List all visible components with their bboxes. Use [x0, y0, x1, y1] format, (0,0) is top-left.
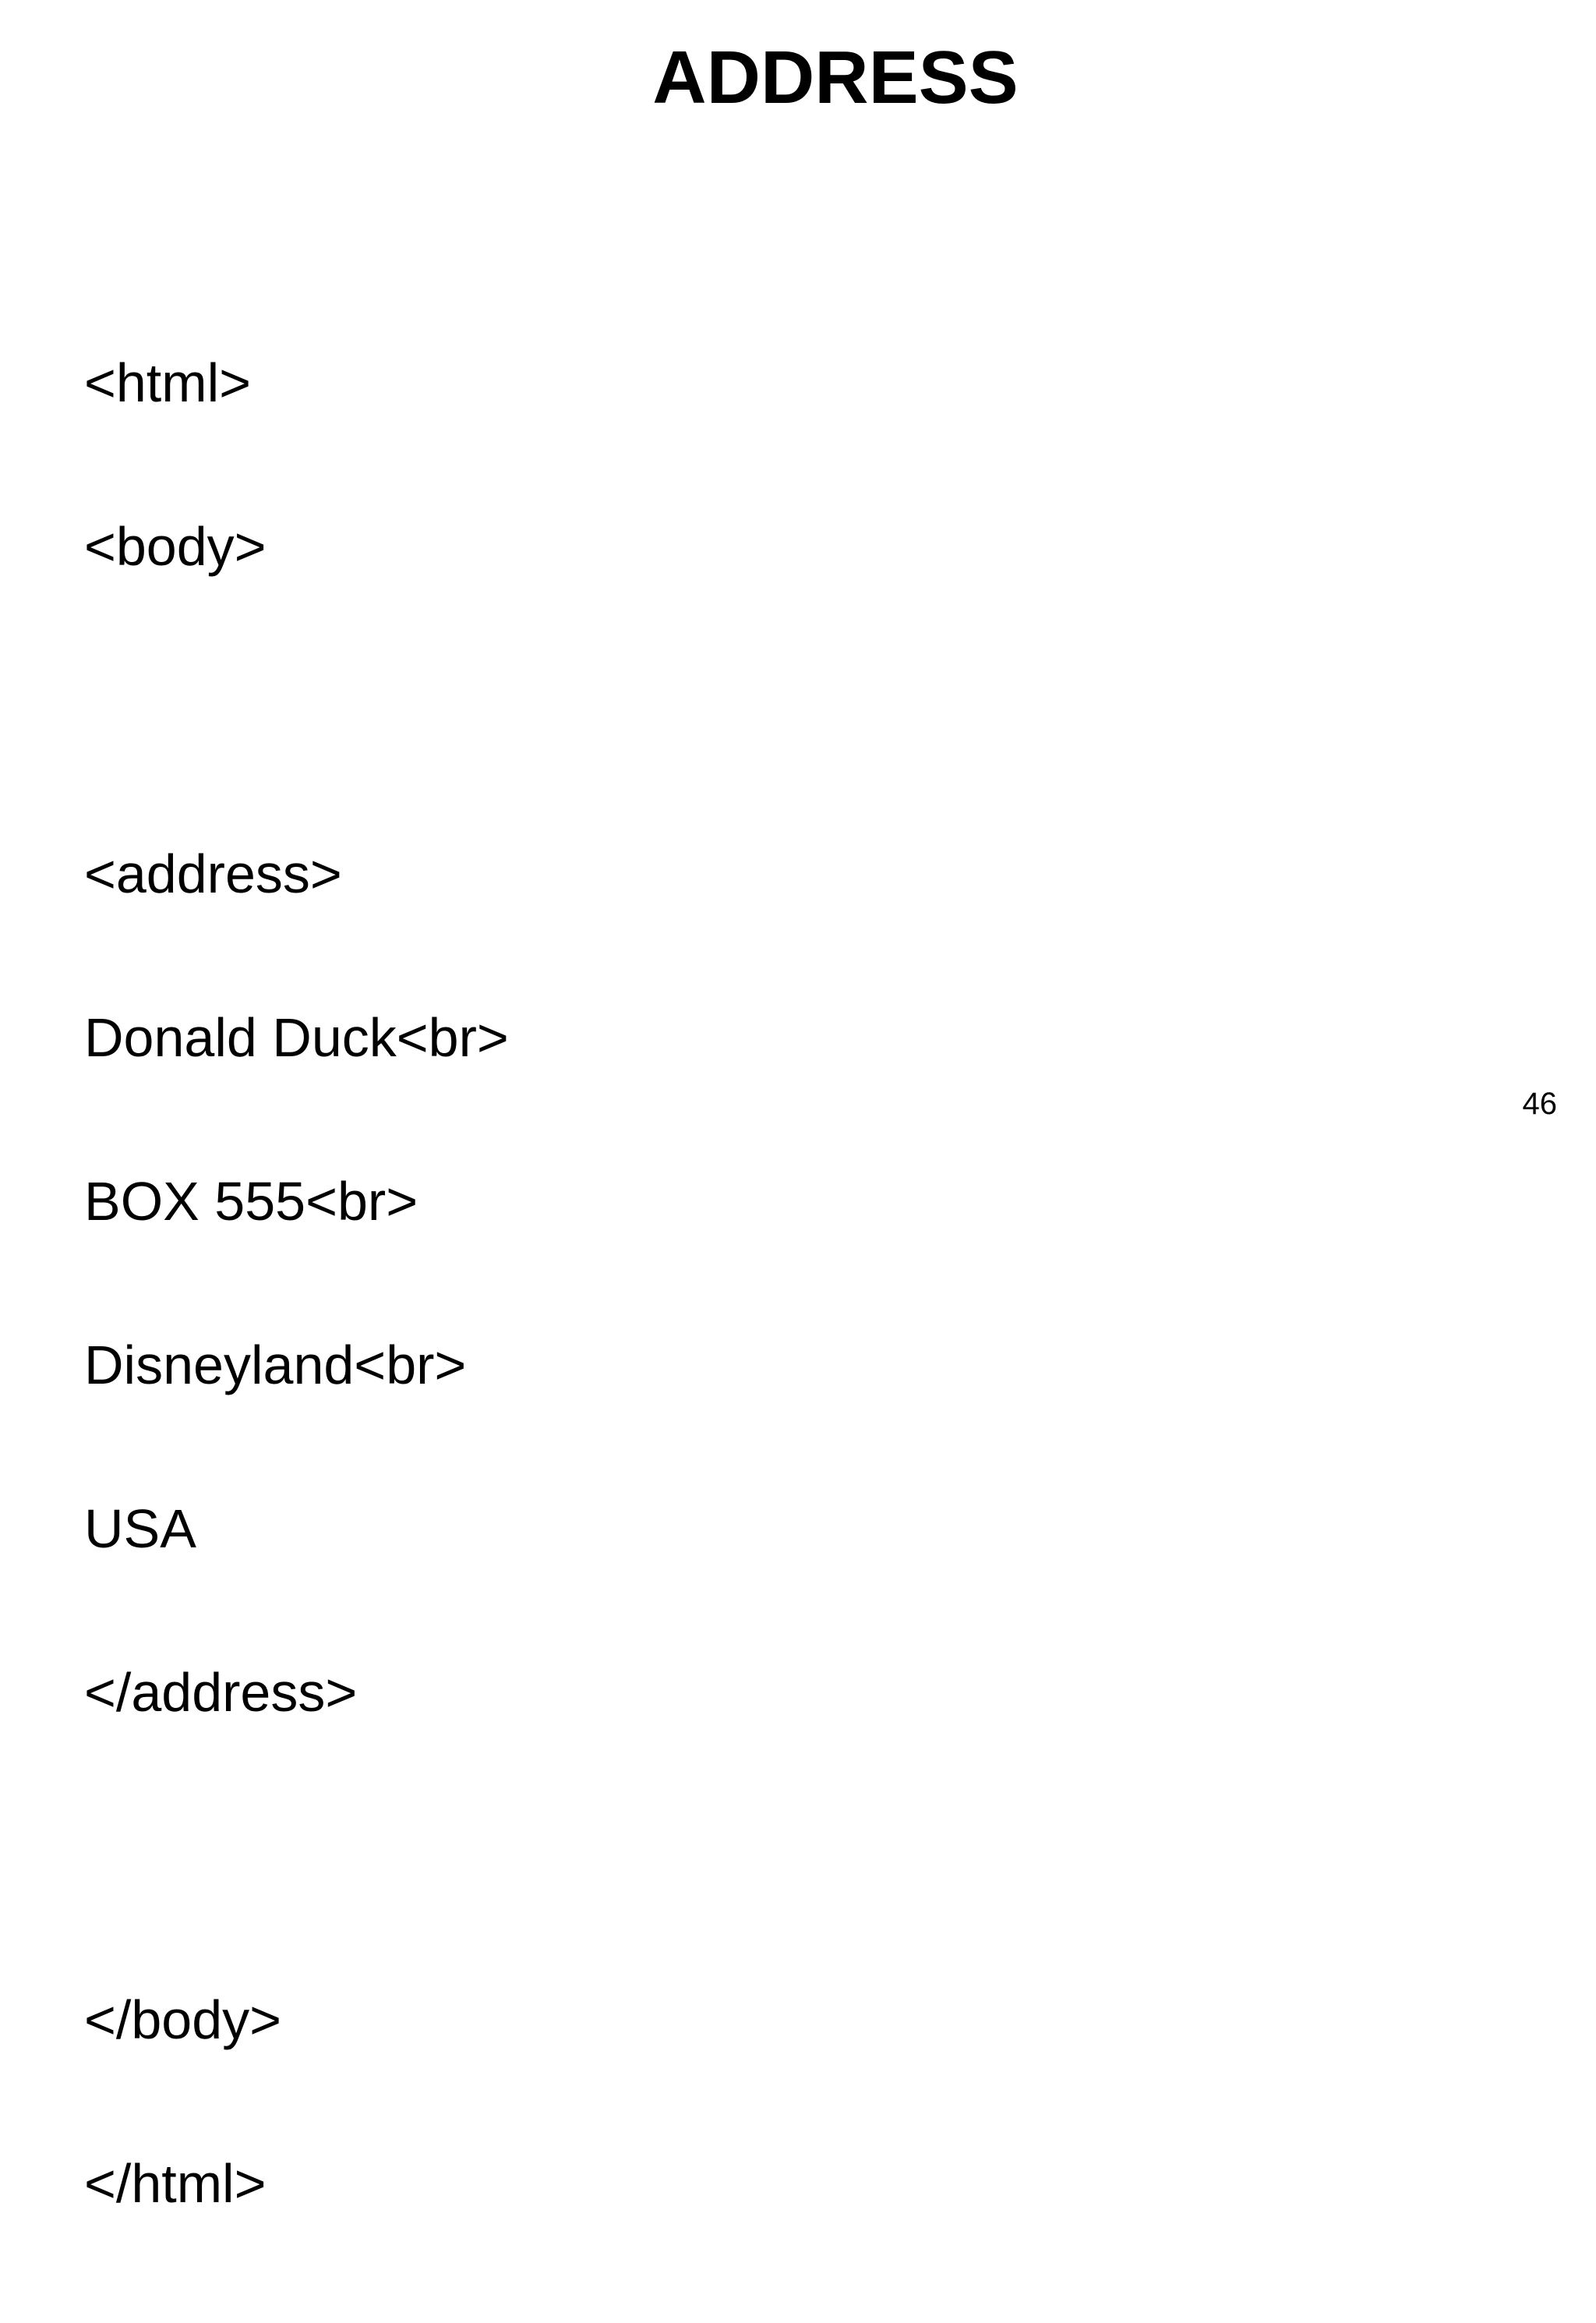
code-line: Donald Duck<br> [84, 1007, 509, 1068]
code-line: </body> [84, 1989, 281, 2050]
code-line: <body> [84, 516, 267, 577]
page-title: ADDRESS [652, 36, 1019, 119]
code-line: Disneyland<br> [84, 1335, 467, 1395]
code-line-blank [84, 1829, 1409, 1883]
code-line: </html> [84, 2153, 267, 2214]
code-line-blank [84, 683, 1409, 737]
code-line: <address> [84, 843, 342, 904]
slide: ADDRESS <html> <body> <address> Donald D… [84, 36, 1558, 2211]
page-number: 46 [1522, 1087, 1558, 1121]
code-line: BOX 555<br> [84, 1171, 418, 1232]
code-listing: <html> <body> <address> Donald Duck<br> … [84, 246, 1409, 2320]
code-line: <html> [84, 352, 251, 413]
code-line: USA [84, 1498, 196, 1559]
code-line: </address> [84, 1662, 358, 1723]
